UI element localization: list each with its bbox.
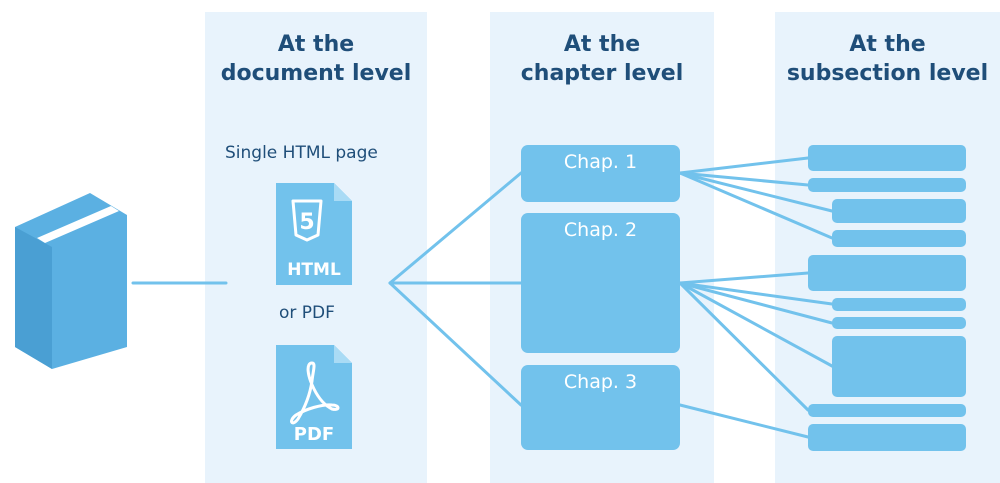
- chapter-3-box: Chap. 3: [521, 365, 680, 450]
- column-heading-chapter: At the chapter level: [520, 32, 684, 86]
- book-icon: [15, 193, 127, 369]
- connector-chap2-sub6: [678, 281, 834, 306]
- connector-chap3-sub10: [678, 403, 810, 439]
- connector-chap1-sub1: [678, 156, 810, 175]
- subsection-box: [832, 336, 966, 397]
- connector-chap2-sub8: [678, 281, 834, 368]
- pdf-file-icon: PDF: [276, 345, 352, 449]
- subsection-box: [832, 199, 966, 223]
- connector-chap2-sub7: [678, 281, 834, 325]
- connector-chap2-sub9: [678, 281, 810, 412]
- connector-document-to-chap3: [388, 281, 523, 407]
- subsection-box: [832, 230, 966, 247]
- connector-document-to-chap1: [388, 171, 523, 285]
- subsection-box: [832, 317, 966, 329]
- subsection-box: [808, 424, 966, 451]
- column-heading-subsection: At the subsection level: [786, 32, 989, 86]
- chapter-3-label: Chap. 3: [563, 371, 638, 393]
- connector-chap1-sub2: [678, 171, 810, 187]
- chapter-2-label: Chap. 2: [563, 219, 638, 241]
- connector-chap1-sub3: [678, 171, 834, 213]
- subsection-box: [832, 298, 966, 311]
- connector-chap2-sub5: [678, 271, 810, 285]
- chapter-2-box: Chap. 2: [521, 213, 680, 353]
- html5-badge: 5: [299, 210, 314, 235]
- subsection-box: [808, 255, 966, 291]
- subsection-box: [808, 145, 966, 171]
- single-html-page-label: Single HTML page: [225, 143, 378, 163]
- html-file-icon: 5 HTML: [276, 183, 352, 285]
- pdf-icon-label: PDF: [294, 424, 334, 445]
- subsection-box: [808, 178, 966, 192]
- chapter-1-label: Chap. 1: [563, 151, 638, 173]
- chapter-1-box: Chap. 1: [521, 145, 680, 202]
- html-icon-label: HTML: [287, 260, 341, 280]
- or-pdf-label: or PDF: [279, 303, 335, 323]
- connector-chap1-sub4: [678, 171, 834, 240]
- subsection-box: [808, 404, 966, 417]
- column-heading-document: At the document level: [220, 32, 412, 86]
